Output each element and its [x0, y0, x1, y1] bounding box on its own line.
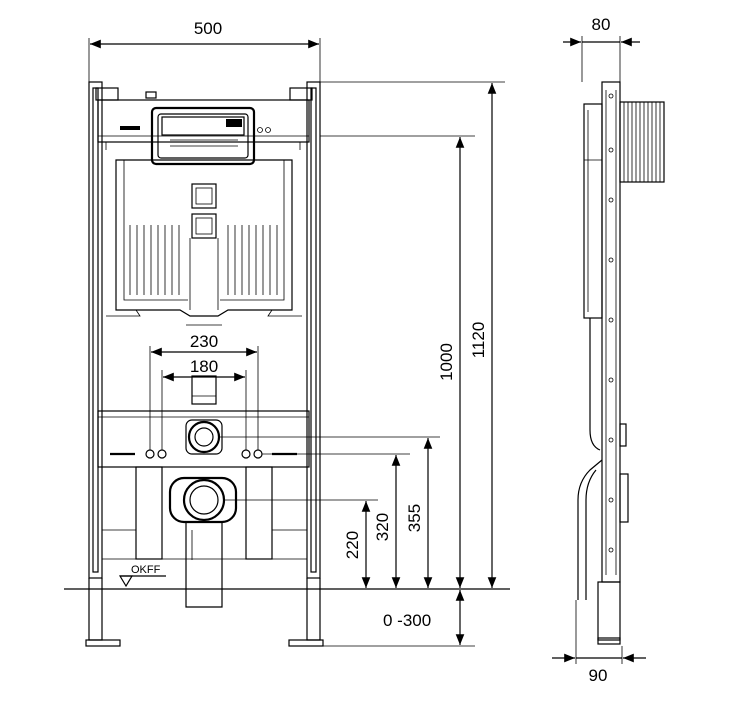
width-value: 500: [194, 19, 222, 38]
dimension-frame-height: 1000: [437, 137, 465, 588]
right-foot: [288, 639, 324, 647]
floor-level-symbol: [118, 575, 134, 588]
mounting-plate: [97, 410, 310, 468]
dimension-width: 500: [88, 19, 321, 82]
total-height-value: 1120: [469, 322, 488, 359]
top-crossbar: [97, 99, 310, 143]
drain-connection: [168, 476, 238, 608]
dimension-bolt-height: 320: [373, 455, 401, 588]
supply-height-value: 355: [405, 504, 424, 532]
flush-box: [120, 106, 271, 166]
side-flush-housing: [619, 101, 665, 183]
left-foot: [85, 639, 121, 647]
bolt-inner-value: 180: [190, 357, 218, 376]
bolt-outer-value: 230: [190, 332, 218, 351]
base-depth-value: 90: [589, 666, 608, 685]
drain-height-value: 220: [343, 531, 362, 559]
dimension-bolt-inner: 180: [161, 357, 247, 450]
frame-height-value: 1000: [437, 343, 456, 381]
side-view: 80: [552, 15, 665, 685]
dimension-drain-height: 220: [343, 501, 371, 588]
dimension-bolt-outer: 230: [149, 332, 259, 450]
right-post: [306, 81, 321, 579]
supply-connection: [185, 419, 223, 455]
foot-adjust-value: 0 -300: [383, 611, 431, 630]
floor-level-label: OKFF: [131, 564, 161, 576]
dimension-supply-height: 355: [405, 438, 433, 588]
flush-pipe: [191, 375, 217, 405]
dimension-foot-adjust: 0 -300: [383, 590, 465, 645]
bolt-height-value: 320: [373, 513, 392, 541]
depth-value: 80: [592, 15, 611, 34]
side-drain-pipe: [577, 459, 603, 600]
dimension-total-height: 1120: [469, 83, 497, 588]
side-frame: [601, 81, 621, 583]
cistern-tank: [106, 159, 302, 326]
left-post: [88, 81, 103, 579]
side-cistern: [583, 103, 603, 319]
